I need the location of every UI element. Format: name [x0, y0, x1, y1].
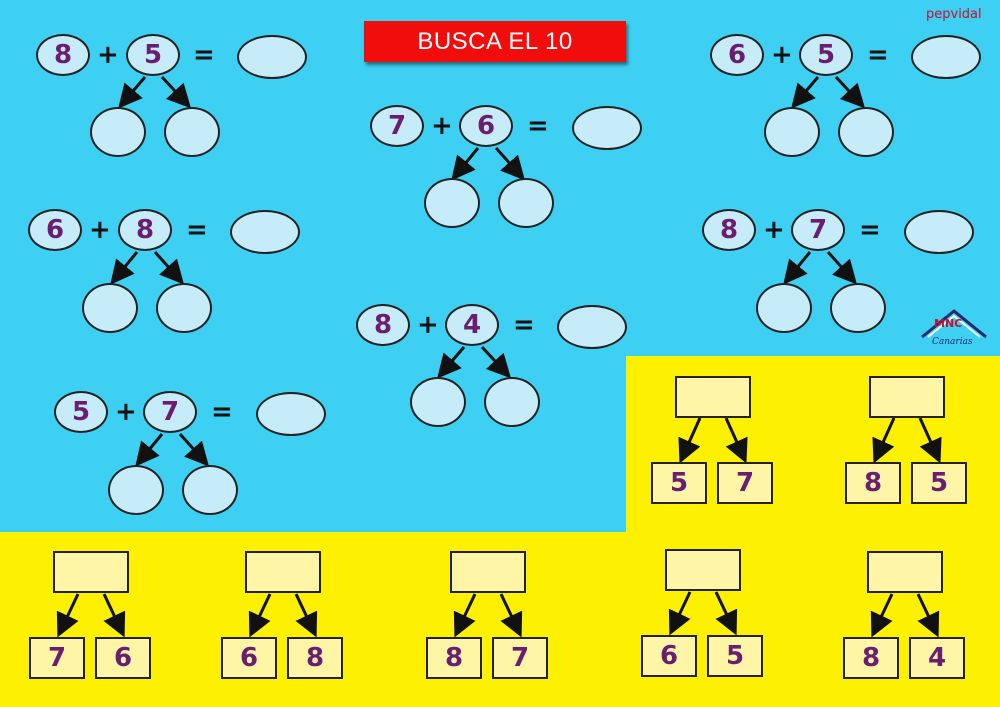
tree-2-right-number: 5: [911, 462, 967, 504]
equation-1-answer-field[interactable]: [237, 35, 307, 79]
equation-4-second-number: 8: [118, 209, 172, 251]
tree-2-sum-field[interactable]: [869, 376, 945, 418]
equation-3-first-number: 7: [370, 105, 424, 147]
equation-4-answer-field[interactable]: [230, 210, 300, 254]
tree-3-right-number: 6: [95, 637, 151, 679]
plus-sign: +: [89, 215, 111, 245]
tree-1-sum-field[interactable]: [675, 376, 751, 418]
equation-1-second-number: 5: [126, 34, 180, 76]
tree-6-sum-field[interactable]: [665, 549, 741, 591]
tree-3-sum-field[interactable]: [53, 551, 129, 593]
equation-2-first-number: 6: [710, 34, 764, 76]
equals-sign: =: [193, 40, 215, 70]
tree-7-left-number: 8: [843, 637, 899, 679]
equation-1-split-right-field[interactable]: [164, 107, 220, 157]
equation-6-first-number: 8: [356, 304, 410, 346]
equation-4-split-right-field[interactable]: [156, 283, 212, 333]
equation-3-second-number: 6: [459, 105, 513, 147]
logo-text: MNC: [934, 317, 963, 330]
equation-3-split-right-field[interactable]: [498, 178, 554, 228]
equation-4-split-left-field[interactable]: [82, 283, 138, 333]
tree-6-right-number: 5: [707, 635, 763, 677]
equation-7-second-number: 7: [143, 391, 197, 433]
tree-4-sum-field[interactable]: [245, 551, 321, 593]
equation-3-split-left-field[interactable]: [424, 178, 480, 228]
equation-6-split-left-field[interactable]: [410, 377, 466, 427]
tree-4-left-number: 6: [221, 637, 277, 679]
plus-sign: +: [97, 40, 119, 70]
tree-4-right-number: 8: [287, 637, 343, 679]
equals-sign: =: [513, 310, 535, 340]
plus-sign: +: [771, 40, 793, 70]
tree-7-sum-field[interactable]: [867, 551, 943, 593]
equation-6-second-number: 4: [445, 304, 499, 346]
equation-3-answer-field[interactable]: [572, 106, 642, 150]
tree-1-left-number: 5: [651, 462, 707, 504]
equation-7-answer-field[interactable]: [256, 392, 326, 436]
equation-5-second-number: 7: [791, 209, 845, 251]
plus-sign: +: [431, 111, 453, 141]
equals-sign: =: [186, 215, 208, 245]
equation-1-first-number: 8: [36, 34, 90, 76]
equation-7-first-number: 5: [54, 391, 108, 433]
equation-2-split-left-field[interactable]: [764, 107, 820, 157]
equals-sign: =: [859, 215, 881, 245]
tree-1-right-number: 7: [717, 462, 773, 504]
tree-5-sum-field[interactable]: [450, 551, 526, 593]
mnc-logo: MNC Canarias: [918, 305, 990, 355]
equation-2-split-right-field[interactable]: [838, 107, 894, 157]
equation-7-split-right-field[interactable]: [182, 465, 238, 515]
plus-sign: +: [417, 310, 439, 340]
logo-subtitle: Canarias: [932, 337, 973, 347]
equation-5-split-right-field[interactable]: [830, 283, 886, 333]
equation-5-answer-field[interactable]: [904, 210, 974, 254]
equation-7-split-left-field[interactable]: [108, 465, 164, 515]
tree-5-right-number: 7: [492, 637, 548, 679]
tree-5-left-number: 8: [426, 637, 482, 679]
equation-2-answer-field[interactable]: [911, 35, 981, 79]
plus-sign: +: [763, 215, 785, 245]
equation-5-split-left-field[interactable]: [756, 283, 812, 333]
equals-sign: =: [867, 40, 889, 70]
plus-sign: +: [115, 397, 137, 427]
equals-sign: =: [211, 397, 233, 427]
equation-6-answer-field[interactable]: [557, 305, 627, 349]
tree-2-left-number: 8: [845, 462, 901, 504]
tree-6-left-number: 6: [641, 635, 697, 677]
equation-1-split-left-field[interactable]: [90, 107, 146, 157]
equation-4-first-number: 6: [28, 209, 82, 251]
author-label: pepvidal: [926, 7, 982, 22]
tree-7-right-number: 4: [909, 637, 965, 679]
tree-3-left-number: 7: [29, 637, 85, 679]
page-title: BUSCA EL 10: [364, 21, 626, 62]
logo-roof-icon: [921, 309, 987, 339]
equals-sign: =: [527, 111, 549, 141]
equation-6-split-right-field[interactable]: [484, 377, 540, 427]
equation-5-first-number: 8: [702, 209, 756, 251]
equation-2-second-number: 5: [799, 34, 853, 76]
